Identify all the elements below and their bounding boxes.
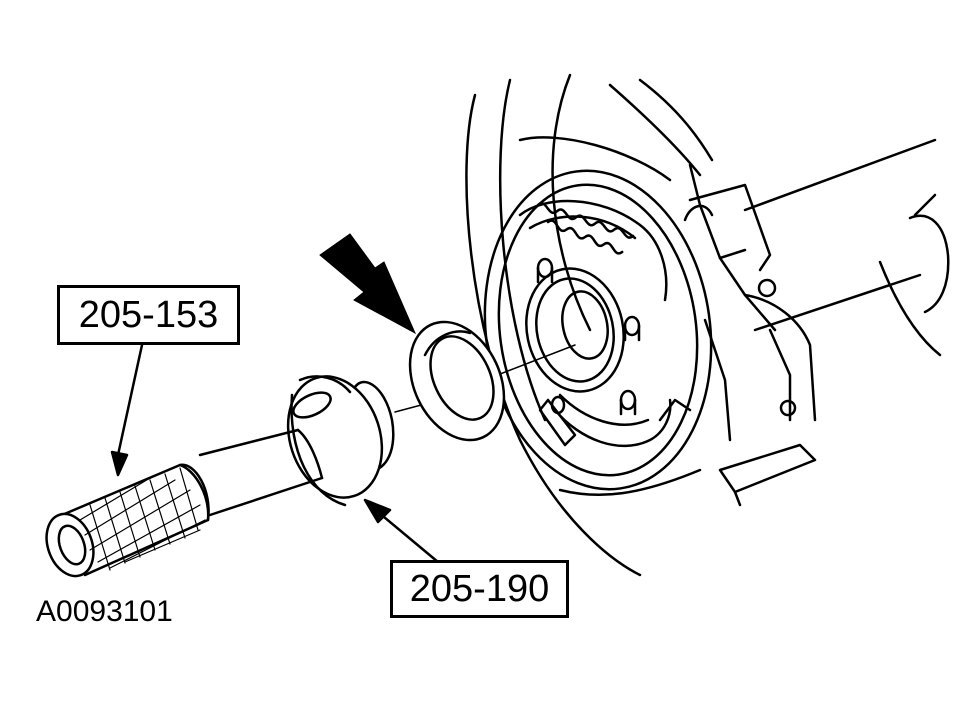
- return-spring: [537, 202, 634, 254]
- backing-plate-arcs: [466, 75, 712, 575]
- driver-handle-205-153: [38, 465, 208, 583]
- axle-seal: [392, 307, 522, 456]
- axle-housing: [745, 140, 948, 355]
- tool-label-205-190: 205-190: [390, 560, 569, 618]
- tool-shaft: [200, 430, 322, 515]
- installation-arrow: [320, 234, 415, 333]
- knurl-pattern: [80, 468, 205, 570]
- tool-label-205-153: 205-153: [57, 285, 240, 345]
- wheel-studs: [538, 259, 639, 414]
- axle-flange: [685, 185, 815, 505]
- seal-installer-205-190: [273, 364, 397, 510]
- leader-205-153: [112, 345, 142, 475]
- hub-bore: [515, 259, 635, 400]
- figure-id: A0093101: [36, 595, 173, 628]
- brake-shoes: [520, 201, 690, 446]
- leader-205-190: [365, 500, 438, 562]
